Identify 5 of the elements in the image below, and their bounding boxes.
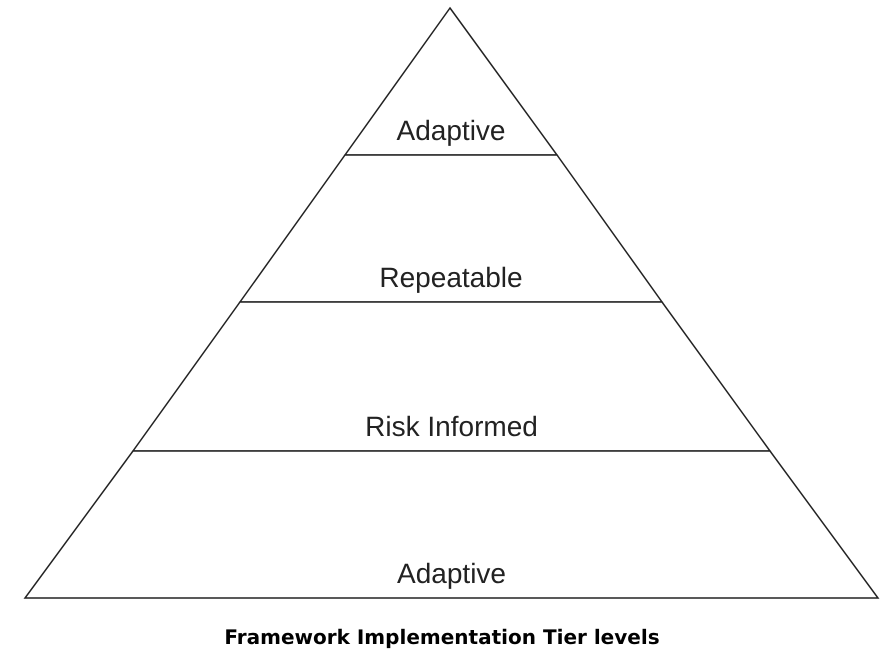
tier-label: Repeatable: [379, 261, 523, 295]
tier-label: Adaptive: [397, 557, 506, 591]
caption: Framework Implementation Tier levels: [224, 624, 660, 651]
tier-label: Adaptive: [396, 114, 506, 148]
tier-label: Risk Informed: [365, 410, 538, 444]
